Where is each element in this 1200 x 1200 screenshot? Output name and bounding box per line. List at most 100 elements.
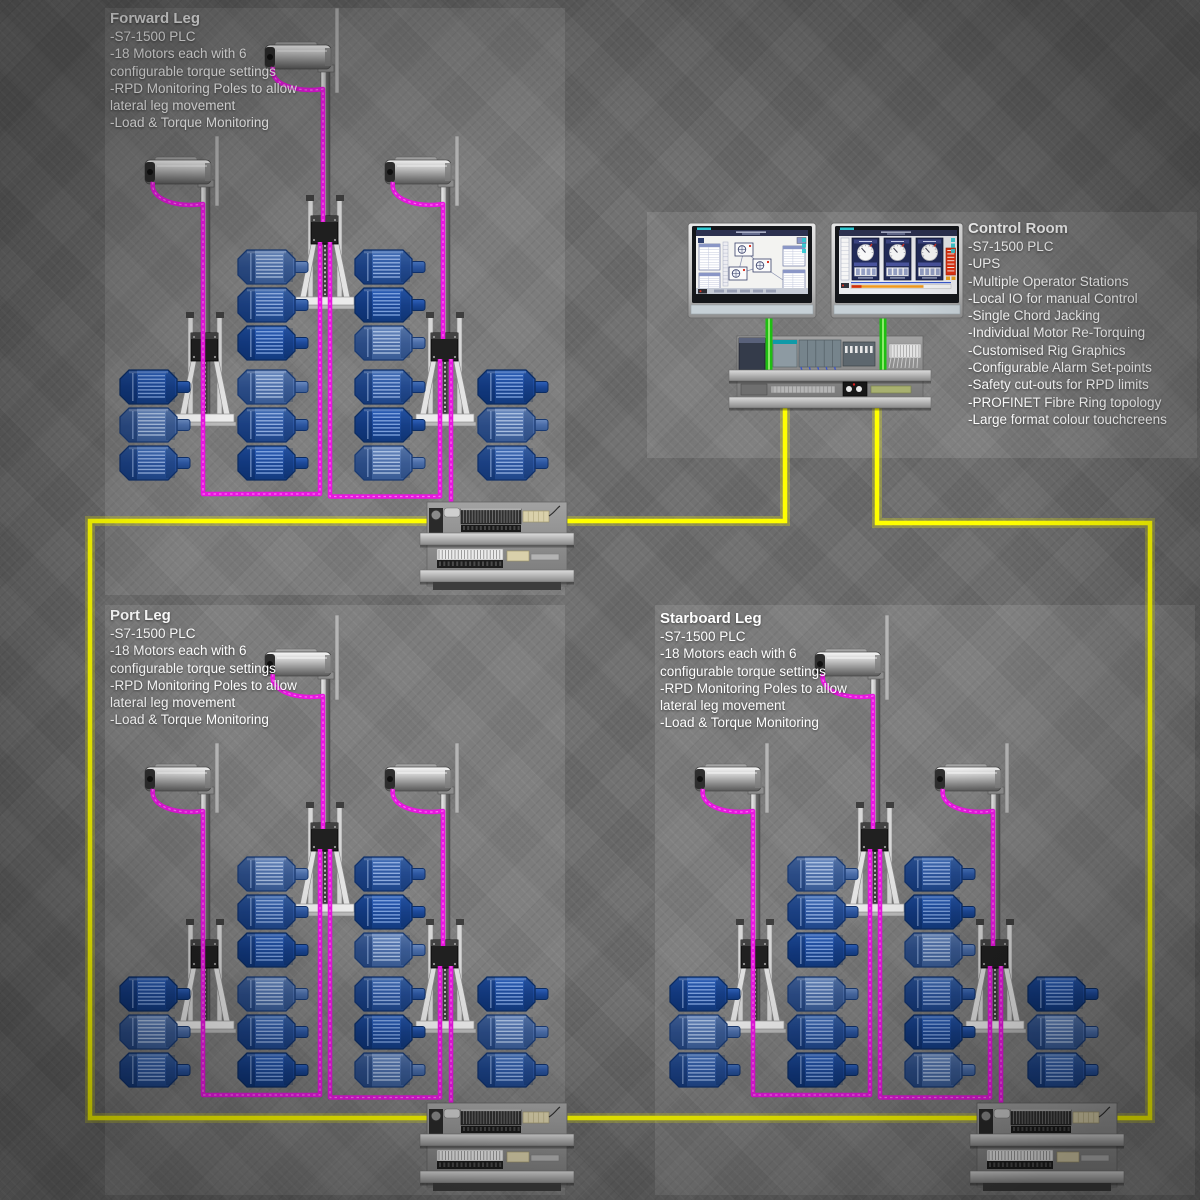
- pole-blade: [334, 7, 340, 94]
- motor-icon: [237, 325, 309, 361]
- plc-rack: [969, 1102, 1125, 1191]
- motor-icon: [787, 932, 859, 968]
- screen-nav-buttons: [951, 238, 955, 242]
- port-leg-diagram: [119, 614, 575, 1191]
- siemens-logo: [697, 227, 711, 231]
- info-line: -S7-1500 PLC: [110, 29, 196, 44]
- motor-icon: [237, 976, 309, 1012]
- pole-blade: [214, 742, 220, 814]
- info-line: configurable torque settings: [660, 663, 826, 679]
- motor-icon: [354, 407, 426, 443]
- motor-icon: [119, 407, 191, 443]
- motor-icon: [477, 369, 549, 405]
- screen-nav-buttons: [951, 249, 955, 253]
- pole-blade: [884, 614, 890, 701]
- motor-icon: [477, 407, 549, 443]
- control-room-info: Control Room-S7-1500 PLC-UPS-Multiple Op…: [968, 220, 1167, 428]
- operator-station-monitor: [687, 222, 817, 319]
- motor-icon: [119, 445, 191, 481]
- screen-nav-buttons: [802, 238, 806, 242]
- section-title: Starboard Leg: [660, 610, 762, 627]
- info-line: lateral leg movement: [110, 98, 236, 114]
- starboard-leg-diagram: [669, 614, 1125, 1191]
- info-line: -Large format colour touchcreens: [968, 411, 1167, 427]
- info-line: lateral leg movement: [660, 698, 786, 714]
- info-line: -18 Motors each with 6: [660, 646, 797, 662]
- motor-icon: [904, 1014, 976, 1050]
- rpd-camera-icon: [264, 648, 335, 680]
- motor-icon: [787, 894, 859, 930]
- motor-icon: [119, 976, 191, 1012]
- info-line: -18 Motors each with 6: [110, 46, 247, 62]
- profinet-ring-cable: [87, 404, 1153, 1121]
- info-line: -S7-1500 PLC: [660, 629, 746, 644]
- starboard-leg-info: Starboard Leg -S7-1500 PLC -18 Motors each…: [660, 610, 847, 732]
- pole-blade: [334, 614, 340, 701]
- info-line: -Configurable Alarm Set-points: [968, 360, 1152, 376]
- info-line: -S7-1500 PLC: [110, 626, 196, 641]
- motor-icon: [237, 369, 309, 405]
- motor-icon: [904, 1052, 976, 1088]
- forward-leg-diagram: [119, 7, 575, 590]
- motor-icon: [477, 445, 549, 481]
- pole-blade: [1004, 742, 1010, 814]
- alarm-panel: [945, 247, 956, 276]
- motor-icon: [477, 976, 549, 1012]
- motor-icon: [354, 325, 426, 361]
- motor-icon: [669, 1014, 741, 1050]
- rpd-camera-icon: [144, 763, 215, 795]
- info-line: -Load & Torque Monitoring: [110, 712, 269, 728]
- motor-icon: [787, 976, 859, 1012]
- rpd-camera-icon: [934, 763, 1005, 795]
- motor-icon: [904, 932, 976, 968]
- motor-icon: [904, 976, 976, 1012]
- plc-rack: [419, 1102, 575, 1191]
- rpd-camera-icon: [814, 648, 885, 680]
- info-line: -RPD Monitoring Poles to allow: [660, 680, 847, 696]
- motor-icon: [787, 856, 859, 892]
- motor-icon: [1027, 976, 1099, 1012]
- motor-icon: [1027, 1052, 1099, 1088]
- motor-icon: [904, 894, 976, 930]
- motor-icon: [354, 287, 426, 323]
- plc-rack: [728, 337, 932, 411]
- pole-blade: [214, 135, 220, 207]
- info-line: -Load & Torque Monitoring: [660, 715, 819, 731]
- motor-icon: [354, 976, 426, 1012]
- motor-icon: [787, 1052, 859, 1088]
- motor-icon: [477, 1052, 549, 1088]
- screen-nav-buttons: [802, 243, 806, 248]
- motor-icon: [354, 1052, 426, 1088]
- section-title: Forward Leg: [110, 10, 201, 27]
- motor-icon: [119, 1052, 191, 1088]
- info-line: lateral leg movement: [110, 695, 236, 711]
- info-line: -Multiple Operator Stations: [968, 273, 1129, 289]
- motor-icon: [787, 1014, 859, 1050]
- motor-icon: [354, 369, 426, 405]
- info-line: -RPD Monitoring Poles to allow: [110, 677, 297, 693]
- info-line: -RPD Monitoring Poles to allow: [110, 80, 297, 96]
- operator-station-monitor: [830, 222, 964, 319]
- motor-icon: [354, 1014, 426, 1050]
- rpd-monitoring-pole: [384, 135, 477, 427]
- port-leg-info: Port Leg -S7-1500 PLC -18 Motors each with…: [110, 607, 297, 729]
- info-line: -Customised Rig Graphics: [968, 342, 1126, 358]
- motor-icon: [354, 445, 426, 481]
- motor-icon: [237, 1014, 309, 1050]
- motor-icon: [237, 894, 309, 930]
- motor-icon: [904, 856, 976, 892]
- info-line: configurable torque settings: [110, 63, 276, 79]
- motor-icon: [237, 445, 309, 481]
- motor-icon: [669, 976, 741, 1012]
- info-line: -Local IO for manual Control: [968, 290, 1138, 306]
- rpd-camera-icon: [384, 763, 455, 795]
- rpd-camera-icon: [144, 156, 215, 188]
- info-line: -18 Motors each with 6: [110, 643, 247, 659]
- motor-icon: [354, 932, 426, 968]
- rpd-monitoring-pole: [264, 7, 357, 310]
- screen-nav-buttons: [951, 243, 955, 248]
- info-line: -Load & Torque Monitoring: [110, 115, 269, 131]
- section-title: Port Leg: [110, 607, 171, 624]
- rpd-camera-icon: [264, 41, 335, 73]
